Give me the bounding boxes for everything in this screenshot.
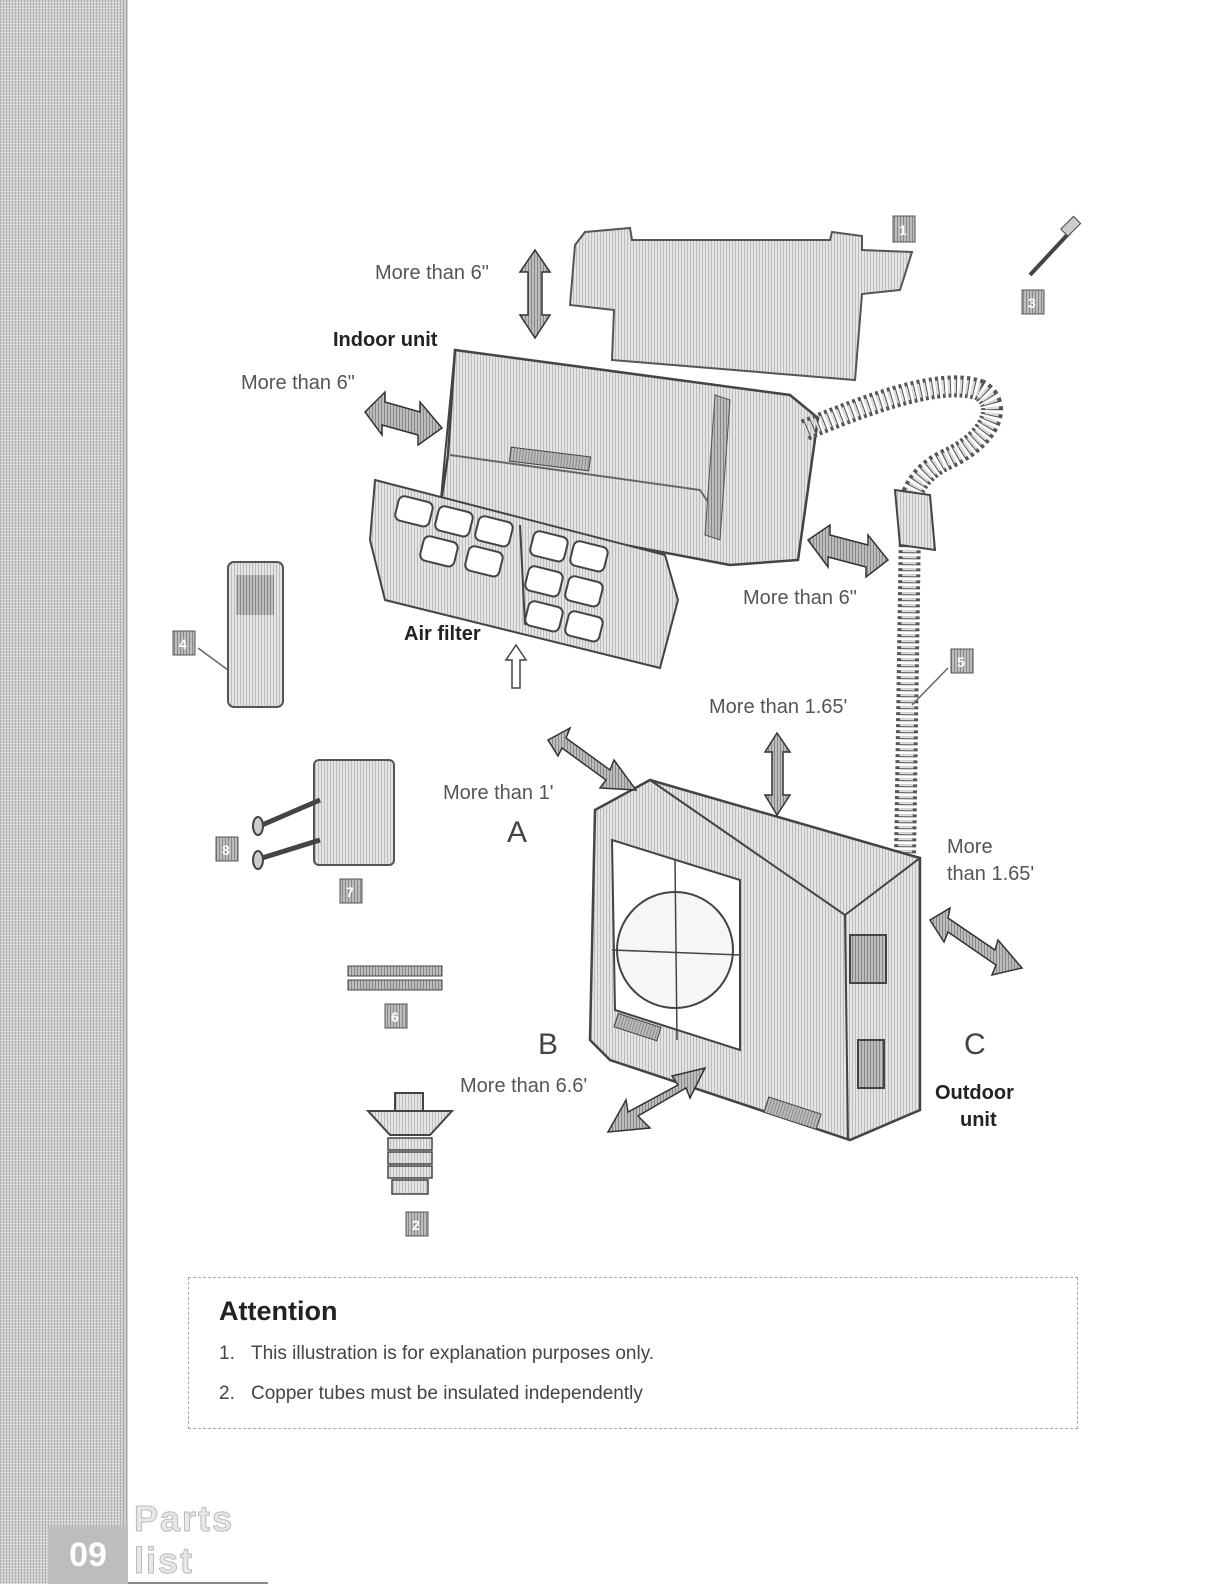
attention-item: 2.Copper tubes must be insulated indepen… [219, 1383, 1077, 1405]
clearance-top-label: More than 6" [375, 262, 489, 284]
clearance-left-label: More than 6" [241, 372, 355, 394]
arrow-left [365, 392, 442, 445]
arrow-front [608, 1068, 705, 1132]
attention-item-text: This illustration is for explanation pur… [251, 1343, 654, 1364]
clearance-right-label: More than 6" [743, 587, 857, 609]
part-8-number: 8 [222, 842, 230, 858]
arrow-right [808, 525, 888, 577]
mounting-plate [570, 228, 912, 380]
attention-item-number: 1. [219, 1343, 251, 1365]
attention-box: Attention 1.This illustration is for exp… [188, 1277, 1078, 1429]
part-4-number: 4 [179, 636, 187, 652]
attention-list: 1.This illustration is for explanation p… [219, 1343, 1077, 1405]
part-3-number: 3 [1028, 295, 1036, 311]
indoor-unit-label: Indoor unit [333, 329, 438, 351]
outdoor-unit-label-1: Outdoor [935, 1082, 1014, 1104]
letter-a: A [507, 816, 527, 849]
letter-b: B [538, 1028, 558, 1061]
clearance-outdoor-left-label: More than 1' [443, 782, 554, 804]
installation-diagram: More than 6" Indoor unit More than 6" Mo… [0, 0, 1224, 1280]
part-6-number: 6 [391, 1009, 399, 1025]
part-2-number: 2 [412, 1217, 420, 1233]
arrow-outdoor-left [548, 728, 636, 790]
attention-item-text: Copper tubes must be insulated independe… [251, 1383, 643, 1404]
outdoor-unit-label-2: unit [960, 1109, 997, 1131]
attention-title: Attention [219, 1296, 1077, 1327]
attention-item-number: 2. [219, 1383, 251, 1405]
arrow-outdoor-top [765, 733, 790, 815]
drain-plug [368, 1093, 452, 1194]
clearance-front-label: More than 6.6' [460, 1075, 587, 1097]
clearance-outdoor-top-label: More than 1.65' [709, 696, 847, 718]
bracket [314, 760, 394, 865]
part-5-number: 5 [957, 654, 965, 670]
attention-item: 1.This illustration is for explanation p… [219, 1343, 1077, 1365]
tape [348, 966, 442, 976]
clearance-outdoor-right-label-2: than 1.65' [947, 863, 1034, 885]
letter-c: C [964, 1028, 986, 1061]
clearance-outdoor-right-label-1: More [947, 836, 993, 858]
section-title: Parts list [134, 1498, 290, 1582]
part-7-number: 7 [346, 884, 354, 900]
air-filter-label: Air filter [404, 623, 481, 645]
arrow-top [520, 250, 550, 338]
page-footer: 09 Parts list [0, 1524, 290, 1584]
page-number: 09 [48, 1526, 128, 1584]
arrow-outdoor-right [930, 908, 1022, 975]
part-1-number: 1 [899, 222, 907, 238]
